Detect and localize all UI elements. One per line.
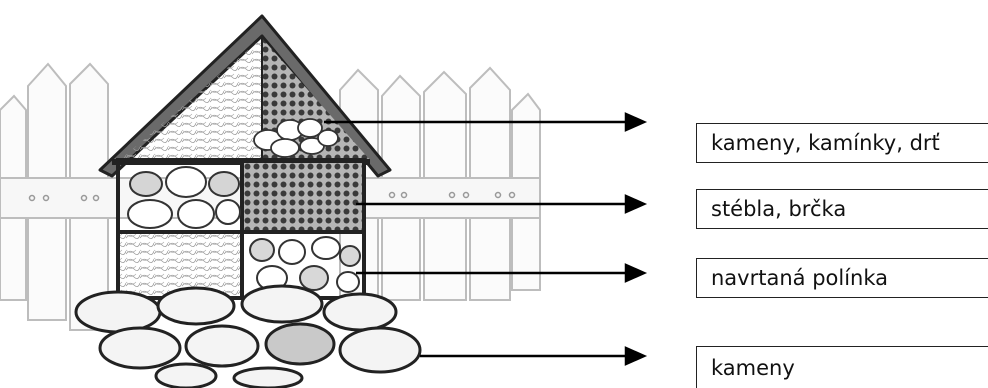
label-drilled-logs: navrtaná polínka: [696, 258, 988, 298]
hollow-stems-compartment: [244, 163, 362, 230]
base-stones: [76, 286, 420, 388]
straw-compartment: [120, 234, 240, 296]
label-stones-gravel: kameny, kamínky, drť: [696, 123, 988, 163]
label-stems-straws: stébla, brčka: [696, 189, 988, 229]
label-stones: kameny: [696, 346, 988, 388]
